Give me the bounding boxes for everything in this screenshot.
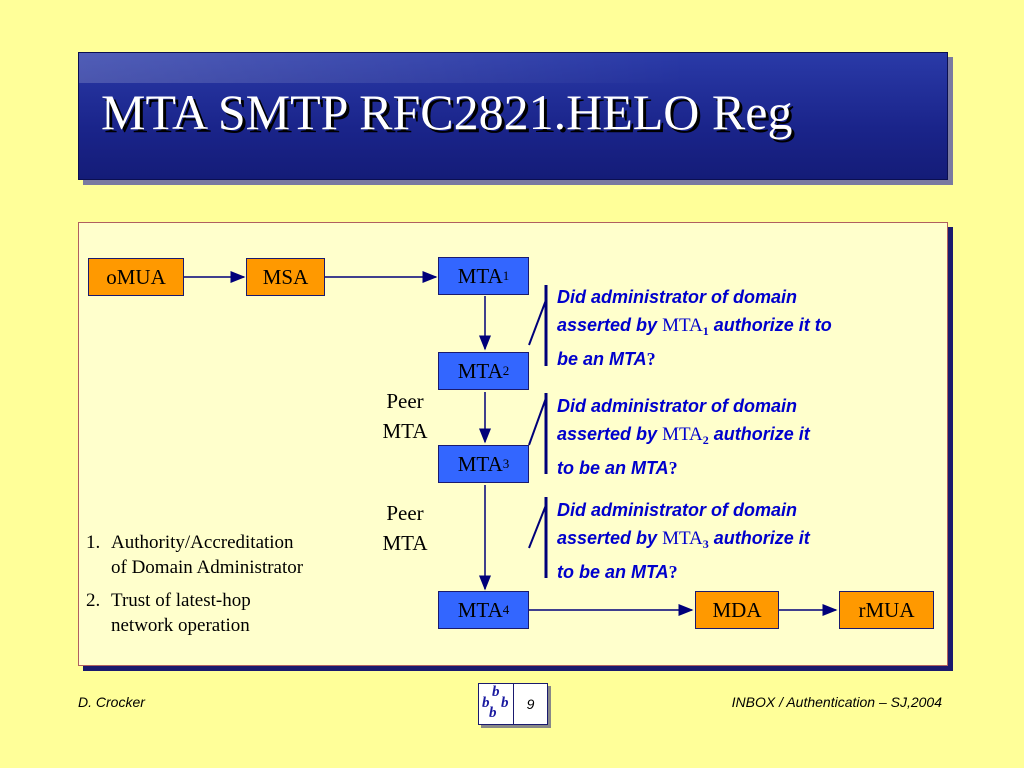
criteria-item-1-num: 1. <box>86 532 101 553</box>
question-2-mta-text: MTA <box>662 424 703 445</box>
criteria-item-2-line1: Trust of latest-hop <box>111 590 251 611</box>
node-mta4-sub: 4 <box>502 602 510 617</box>
question-2: Did administrator of domain asserted by … <box>557 392 917 482</box>
bracket-1-pointer <box>528 299 547 346</box>
question-2-asserted: asserted by <box>557 424 658 444</box>
question-3-be-an-mta: to be an MTA <box>557 562 669 582</box>
bracket-3-pointer <box>528 504 547 549</box>
node-mta4-label: MTA <box>457 597 503 622</box>
question-3-mta: MTA3 <box>662 528 709 551</box>
criteria-item-1: 1. Authority/Accreditation of Domain Adm… <box>86 530 366 580</box>
criteria-item-2: 2. Trust of latest-hop network operation <box>86 588 366 638</box>
question-1-qmark: ? <box>646 349 656 369</box>
criteria-item-1-line2: of Domain Administrator <box>111 557 304 578</box>
question-3: Did administrator of domain asserted by … <box>557 496 917 586</box>
question-1-be-an-mta: be an MTA <box>557 349 647 369</box>
node-mta3-label: MTA <box>457 451 503 476</box>
logo-letter-4: b <box>489 705 497 721</box>
node-msa: MSA <box>246 258 325 296</box>
question-1-mta-sub: 1 <box>702 324 709 338</box>
peer-label-1-line1: Peer <box>386 389 424 413</box>
question-1: Did administrator of domain asserted by … <box>557 283 917 373</box>
title-shine <box>79 53 947 83</box>
question-3-asserted: asserted by <box>557 528 658 548</box>
bracket-2-pointer <box>528 397 547 446</box>
footer-event: INBOX / Authentication – SJ,2004 <box>731 694 942 710</box>
question-2-line3: to be an MTA? <box>557 454 917 482</box>
node-rmua: rMUA <box>839 591 934 629</box>
page-number: 9 <box>526 696 535 712</box>
question-2-line1: Did administrator of domain <box>557 396 798 416</box>
question-1-mta: MTA1 <box>662 315 709 338</box>
question-2-be-an-mta: to be an MTA <box>557 458 669 478</box>
question-3-line3: to be an MTA? <box>557 558 917 586</box>
criteria-item-1-text: Authority/Accreditation of Domain Admini… <box>111 530 303 580</box>
question-3-authorize: authorize it <box>713 528 810 548</box>
question-3-qmark: ? <box>668 562 678 582</box>
peer-label-2-line2: MTA <box>382 531 428 555</box>
criteria-list: 1. Authority/Accreditation of Domain Adm… <box>86 530 366 646</box>
node-mta1-label: MTA <box>457 263 503 288</box>
node-mta2-label: MTA <box>457 358 503 383</box>
question-1-line1: Did administrator of domain <box>557 287 798 307</box>
question-2-qmark: ? <box>668 458 678 478</box>
bbb-logo-icon: b b b b <box>479 684 514 724</box>
question-2-mta: MTA2 <box>662 424 709 447</box>
node-omua: oMUA <box>88 258 184 296</box>
question-3-mta-sub: 3 <box>702 537 709 551</box>
question-3-line2: asserted by MTA3 authorize it <box>557 524 917 558</box>
question-2-mta-sub: 2 <box>702 433 709 447</box>
logo-letter-2: b <box>482 695 490 711</box>
title-banner: MTA SMTP RFC2821.HELO Reg <box>78 52 948 180</box>
node-mda: MDA <box>695 591 779 629</box>
question-1-line2: asserted by MTA1 authorize it to <box>557 311 917 345</box>
question-3-line1: Did administrator of domain <box>557 500 798 520</box>
criteria-item-2-text: Trust of latest-hop network operation <box>111 588 251 638</box>
footer-page-box: b b b b 9 <box>478 683 548 725</box>
slide-title: MTA SMTP RFC2821.HELO Reg <box>101 84 793 140</box>
peer-label-1: Peer MTA <box>365 386 445 446</box>
criteria-item-2-line2: network operation <box>111 615 250 636</box>
question-1-mta-text: MTA <box>662 315 703 336</box>
question-2-line2: asserted by MTA2 authorize it <box>557 420 917 454</box>
logo-letter-1: b <box>492 684 500 700</box>
question-1-asserted: asserted by <box>557 315 658 335</box>
question-1-authorize: authorize it to <box>713 315 832 335</box>
question-2-authorize: authorize it <box>713 424 810 444</box>
question-3-mta-text: MTA <box>662 528 703 549</box>
logo-letter-3: b <box>501 695 509 711</box>
node-mta1-sub: 1 <box>502 268 510 283</box>
node-mta2-sub: 2 <box>502 363 510 378</box>
peer-label-2: Peer MTA <box>365 498 445 558</box>
question-1-line3: be an MTA? <box>557 345 917 373</box>
criteria-item-1-line1: Authority/Accreditation <box>111 532 294 553</box>
peer-label-1-line2: MTA <box>382 419 428 443</box>
criteria-item-2-num: 2. <box>86 590 101 611</box>
footer-author: D. Crocker <box>78 694 145 710</box>
node-mta3-sub: 3 <box>502 456 510 471</box>
peer-label-2-line1: Peer <box>386 501 424 525</box>
